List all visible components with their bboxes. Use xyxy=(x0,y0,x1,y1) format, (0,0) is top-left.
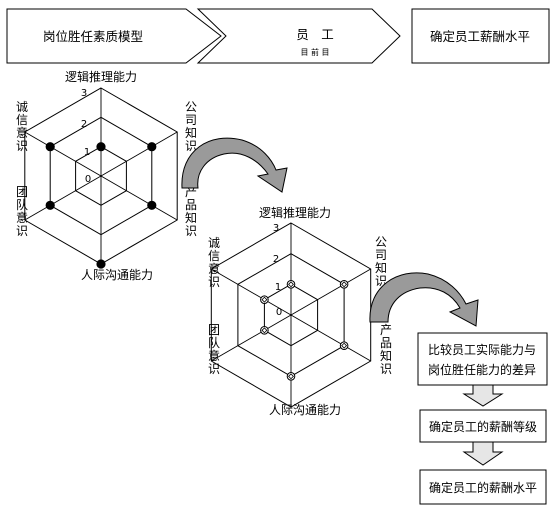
level-text: 确定员工的薪酬水平 xyxy=(429,480,537,495)
curved-arrow-1 xyxy=(181,137,288,193)
radar2-scale-1: 1 xyxy=(275,282,281,293)
radar1-axis-bottom-label: 人际沟通能力 xyxy=(81,268,153,282)
radar2-axis-upper-right-label: 公司知识 xyxy=(375,235,387,288)
radar2-scale-0: 0 xyxy=(276,307,282,318)
grade-text: 确定员工的薪酬等级 xyxy=(429,419,537,434)
radar2-axis-bottom-label: 人际沟通能力 xyxy=(269,403,341,417)
curved-arrow-2 xyxy=(369,272,479,327)
radar1-axis-upper-left xyxy=(24,131,102,177)
radar1-point-bottom xyxy=(96,259,106,269)
radar2-point-bottom xyxy=(286,372,296,381)
header-step1-shape xyxy=(6,8,222,64)
radar1-axis-upper-right xyxy=(100,131,178,177)
header-step3-label: 确定员工薪酬水平 xyxy=(430,29,530,44)
radar2-axis-upper-left xyxy=(211,268,292,316)
radar2-axis-lower-right xyxy=(290,314,371,362)
down-arrow-2 xyxy=(462,441,504,466)
radar2-axis-lower-right-label: 产品知识 xyxy=(380,323,392,376)
radar2-point-top xyxy=(286,280,296,289)
radar2-axis-upper-left-label: 诚信意识 xyxy=(208,236,220,289)
radar1-point-upper-left xyxy=(45,142,55,152)
radar1-point-lower-right xyxy=(147,200,157,210)
radar1-axis-lower-right-label: 产品知识 xyxy=(185,185,197,238)
down-arrow-1 xyxy=(462,384,504,407)
radar1-axis-upper-left-label: 诚信意识 xyxy=(16,100,28,153)
radar2-scale-3: 3 xyxy=(273,223,279,234)
radar2-axis-lower-left xyxy=(211,314,292,362)
radar1-scale-2: 2 xyxy=(81,119,87,130)
radar-chart-employee: 逻辑推理能力 3 2 1 0 人际沟通能力 xyxy=(210,206,372,417)
radar2-axis-top-label: 逻辑推理能力 xyxy=(259,206,331,220)
radar1-scale-0: 0 xyxy=(85,174,91,185)
radar1-axis-upper-right-label: 公司知识 xyxy=(185,100,197,153)
radar1-axis-lower-right xyxy=(100,175,178,221)
radar2-point-upper-right xyxy=(339,280,349,289)
level-box xyxy=(419,469,547,505)
header-step2-title: 员 工 xyxy=(296,27,334,42)
header-step1-label: 岗位胜任素质模型 xyxy=(43,29,143,44)
header-step3-box xyxy=(411,8,550,64)
radar1-point-lower-left xyxy=(45,200,55,210)
radar1-point-top xyxy=(96,142,106,152)
compare-text-line1: 比较员工实际能力与 xyxy=(428,342,536,357)
radar2-point-upper-left xyxy=(260,295,269,305)
radar2-scale-2: 2 xyxy=(273,254,279,265)
compare-text-line2: 岗位胜任能力的差异 xyxy=(428,362,536,377)
radar1-point-upper-right xyxy=(147,142,157,152)
radar2-point-lower-left xyxy=(260,326,269,335)
radar2-axis-upper-right xyxy=(290,268,371,316)
radar2-axis-lower-left-label: 团队意识 xyxy=(208,323,220,376)
compare-box xyxy=(417,332,548,386)
radar-chart-model: 逻辑推理能力 3 2 1 0 人际沟通能力 xyxy=(24,70,178,282)
header-step2-sub: 目 前 目 xyxy=(300,47,329,57)
radar2-point-lower-right xyxy=(339,341,349,351)
radar1-scale-3: 3 xyxy=(81,88,87,99)
header-step2-shape xyxy=(196,8,401,64)
radar1-scale-1: 1 xyxy=(84,147,90,158)
radar1-axis-top-label: 逻辑推理能力 xyxy=(65,70,137,84)
radar1-axis-lower-left-label: 团队意识 xyxy=(16,185,28,238)
radar1-axis-lower-left xyxy=(24,175,102,221)
